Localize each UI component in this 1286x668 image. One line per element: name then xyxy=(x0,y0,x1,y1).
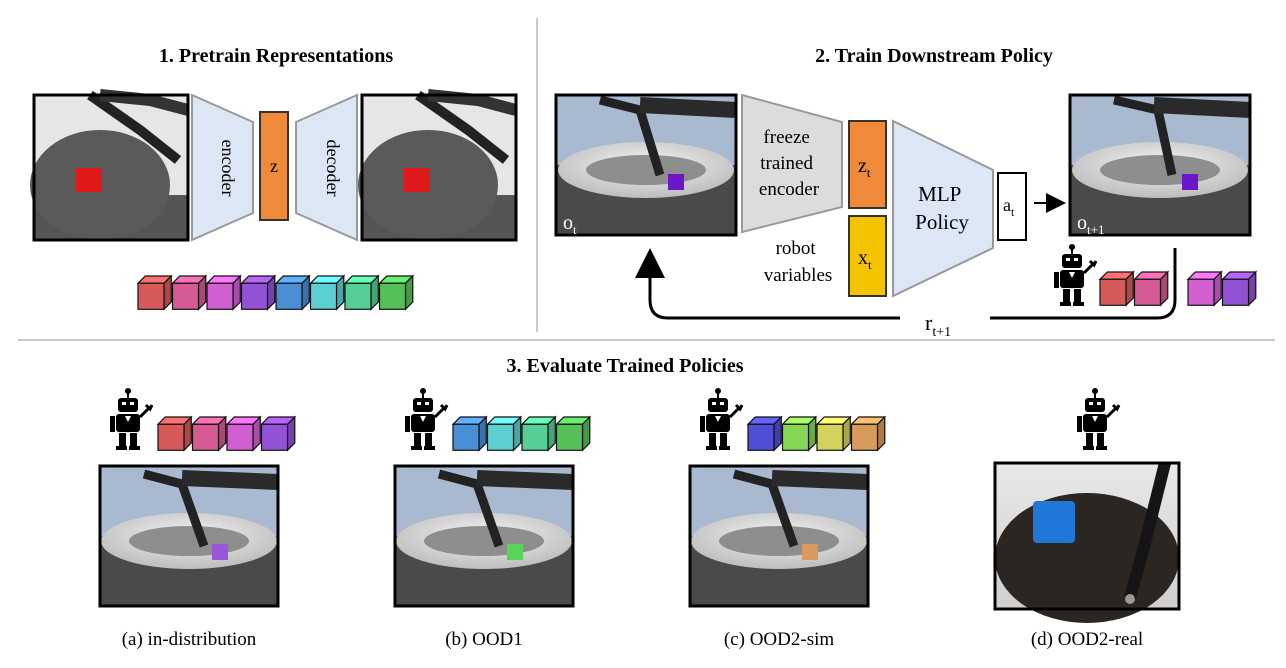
latent-block: z xyxy=(259,111,289,221)
eval-cube xyxy=(451,415,488,452)
current-observation-image: ot xyxy=(554,93,738,237)
pretrain-cube xyxy=(309,274,346,311)
eval-image xyxy=(98,464,280,608)
pretrain-title: 1. Pretrain Representations xyxy=(159,45,393,67)
train-cube-row-a xyxy=(1098,270,1170,307)
pretrain-cube xyxy=(274,274,311,311)
svg-text:ot+1: ot+1 xyxy=(1077,212,1104,237)
evaluate-section: 3. Evaluate Trained Policies (a) in-dist… xyxy=(98,355,1181,650)
eval-cube xyxy=(486,415,523,452)
reward-subscript: t+1 xyxy=(932,325,951,340)
robot-icon xyxy=(1054,244,1098,306)
robot-icon xyxy=(700,388,744,450)
action-label: a xyxy=(1003,195,1011,215)
encoder-label: encoder xyxy=(218,140,238,197)
xt-subscript: t xyxy=(868,257,872,272)
eval-panel: (a) in-distribution xyxy=(98,388,297,650)
eval-cube xyxy=(225,415,262,452)
reward-feedback-loop xyxy=(650,248,1177,320)
encoder-block: encoder xyxy=(191,93,254,242)
policy-line-2: Policy xyxy=(915,210,969,234)
freeze-line-2: trained xyxy=(760,153,813,174)
eval-image xyxy=(993,461,1181,623)
pretrain-cube xyxy=(136,274,173,311)
eval-cube xyxy=(850,415,887,452)
next-observation-image: ot+1 xyxy=(1068,93,1252,237)
svg-text:freeze trained: freeze trained encoder xyxy=(759,127,820,200)
pretrain-cube xyxy=(378,274,415,311)
input-observation-image xyxy=(30,89,190,242)
zt-label: z xyxy=(858,155,867,177)
next-obs-subscript: t+1 xyxy=(1087,222,1104,237)
action-subscript: t xyxy=(1011,205,1015,219)
svg-text:ot: ot xyxy=(563,212,577,237)
mlp-policy-block: MLP Policy xyxy=(892,119,994,298)
action-block: at xyxy=(997,172,1027,241)
robot-variables-line-2: variables xyxy=(764,265,833,286)
obs-label: o xyxy=(563,212,573,234)
frozen-encoder-block: freeze trained encoder xyxy=(741,93,843,234)
next-obs-label: o xyxy=(1077,212,1087,234)
eval-cube xyxy=(156,415,193,452)
latent-label: z xyxy=(270,156,278,176)
pretrain-cube xyxy=(240,274,277,311)
eval-caption: (a) in-distribution xyxy=(122,629,257,650)
svg-text:at: at xyxy=(1003,195,1015,219)
eval-caption: (d) OOD2-real xyxy=(1031,629,1143,650)
train-cube xyxy=(1186,270,1223,307)
svg-text:zt: zt xyxy=(858,155,871,180)
eval-image xyxy=(393,464,575,608)
eval-cube xyxy=(781,415,818,452)
robot-variables-line-1: robot xyxy=(776,238,817,259)
svg-text:rt+1: rt+1 xyxy=(925,310,951,340)
reward-label: r xyxy=(925,310,933,335)
freeze-line-1: freeze xyxy=(763,127,809,148)
zt-block: zt xyxy=(848,120,887,209)
eval-panel: (d) OOD2-real xyxy=(993,388,1181,650)
eval-caption: (c) OOD2-sim xyxy=(724,629,835,650)
train-cube xyxy=(1133,270,1170,307)
robot-icon xyxy=(1077,388,1121,450)
evaluate-title: 3. Evaluate Trained Policies xyxy=(506,355,743,377)
eval-image xyxy=(688,464,870,608)
xt-label: x xyxy=(858,247,868,269)
eval-cube xyxy=(520,415,557,452)
eval-cube xyxy=(746,415,783,452)
xt-block: xt xyxy=(848,215,887,297)
pretrain-section: 1. Pretrain Representations encoder z de… xyxy=(30,45,518,311)
robot-icon xyxy=(1054,244,1098,306)
pretrain-cube-row xyxy=(136,274,415,311)
train-cube xyxy=(1221,270,1258,307)
pretrain-cube xyxy=(343,274,380,311)
eval-cube xyxy=(815,415,852,452)
eval-panel: (c) OOD2-sim xyxy=(688,388,887,650)
train-cube xyxy=(1098,270,1135,307)
reconstructed-observation-image xyxy=(358,89,518,242)
robot-icon xyxy=(110,388,154,450)
obs-subscript: t xyxy=(573,222,577,237)
pretrain-cube xyxy=(171,274,208,311)
eval-cube xyxy=(260,415,297,452)
svg-text:robot variables: robot variables xyxy=(764,238,833,286)
train-section: 2. Train Downstream Policy ot freeze tra… xyxy=(554,45,1258,340)
svg-text:MLP Policy: MLP Policy xyxy=(915,182,969,234)
zt-subscript: t xyxy=(867,165,871,180)
svg-text:xt: xt xyxy=(858,247,872,272)
freeze-line-3: encoder xyxy=(759,179,820,200)
policy-line-1: MLP xyxy=(918,182,961,206)
eval-caption: (b) OOD1 xyxy=(445,629,523,650)
eval-cube xyxy=(191,415,228,452)
decoder-block: decoder xyxy=(295,93,358,242)
eval-cube xyxy=(555,415,592,452)
decoder-label: decoder xyxy=(323,140,343,197)
eval-panel: (b) OOD1 xyxy=(393,388,592,650)
train-title: 2. Train Downstream Policy xyxy=(815,45,1053,67)
robot-icon xyxy=(405,388,449,450)
pretrain-cube xyxy=(205,274,242,311)
train-cube-row-b xyxy=(1186,270,1258,307)
